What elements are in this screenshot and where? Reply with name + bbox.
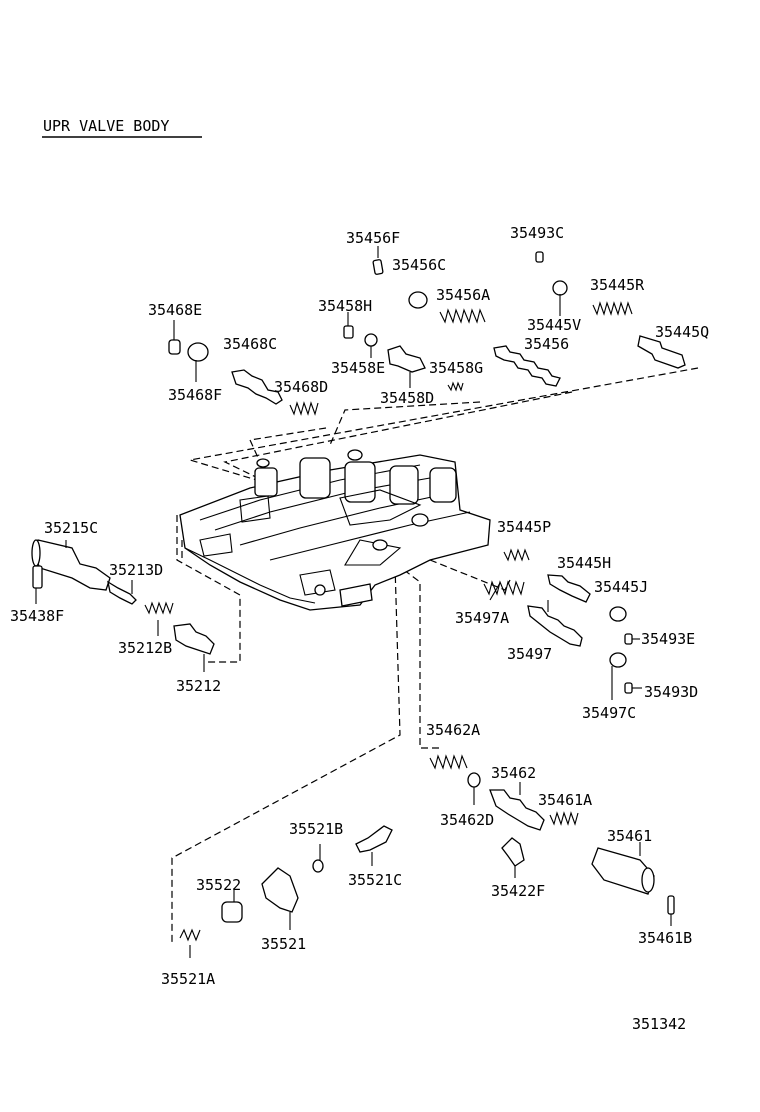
label-35213D: 35213D bbox=[109, 561, 163, 579]
label-35493E: 35493E bbox=[641, 630, 695, 648]
label-35458G: 35458G bbox=[429, 359, 483, 377]
part-labels: 35456F 35493C 35456C 35456A 35445R 35468… bbox=[10, 224, 709, 988]
label-35497A: 35497A bbox=[455, 609, 509, 627]
label-35445V: 35445V bbox=[527, 316, 581, 334]
label-35445R: 35445R bbox=[590, 276, 645, 294]
label-35462A: 35462A bbox=[426, 721, 480, 739]
label-35456C: 35456C bbox=[392, 256, 446, 274]
label-35521B: 35521B bbox=[289, 820, 343, 838]
label-35456A: 35456A bbox=[436, 286, 490, 304]
left-parts bbox=[31, 539, 215, 655]
label-35461A: 35461A bbox=[538, 791, 592, 809]
label-35497: 35497 bbox=[507, 645, 552, 663]
leader-lines bbox=[35, 294, 672, 958]
label-35422F: 35422F bbox=[491, 882, 545, 900]
label-35445Q: 35445Q bbox=[655, 323, 709, 341]
label-35521C: 35521C bbox=[348, 871, 402, 889]
diagram-title: UPR VALVE BODY bbox=[43, 117, 169, 135]
label-35456F: 35456F bbox=[346, 229, 400, 247]
label-35458D: 35458D bbox=[380, 389, 434, 407]
label-35445H: 35445H bbox=[557, 554, 611, 572]
label-35468E: 35468E bbox=[148, 301, 202, 319]
label-35493D: 35493D bbox=[644, 683, 698, 701]
label-35212B: 35212B bbox=[118, 639, 172, 657]
label-35445P: 35445P bbox=[497, 518, 551, 536]
label-35212: 35212 bbox=[176, 677, 221, 695]
upper-parts bbox=[168, 246, 686, 416]
label-35462D: 35462D bbox=[440, 811, 494, 829]
label-35462: 35462 bbox=[491, 764, 536, 782]
label-35458H: 35458H bbox=[318, 297, 372, 315]
label-35493C: 35493C bbox=[510, 224, 564, 242]
label-35468C: 35468C bbox=[223, 335, 277, 353]
upper-valve-body-casting bbox=[179, 449, 491, 611]
label-35438F: 35438F bbox=[10, 607, 64, 625]
label-35215C: 35215C bbox=[44, 519, 98, 537]
label-35521: 35521 bbox=[261, 935, 306, 953]
label-35461: 35461 bbox=[607, 827, 652, 845]
figure-number: 351342 bbox=[632, 1015, 686, 1033]
label-35456: 35456 bbox=[524, 335, 569, 353]
label-35445J: 35445J bbox=[594, 578, 648, 596]
label-35458E: 35458E bbox=[331, 359, 385, 377]
label-35468D: 35468D bbox=[274, 378, 328, 396]
label-35461B: 35461B bbox=[638, 929, 692, 947]
lower-parts bbox=[179, 754, 675, 942]
label-35497C: 35497C bbox=[582, 704, 636, 722]
label-35521A: 35521A bbox=[161, 970, 215, 988]
label-35468F: 35468F bbox=[168, 386, 222, 404]
label-35522: 35522 bbox=[196, 876, 241, 894]
